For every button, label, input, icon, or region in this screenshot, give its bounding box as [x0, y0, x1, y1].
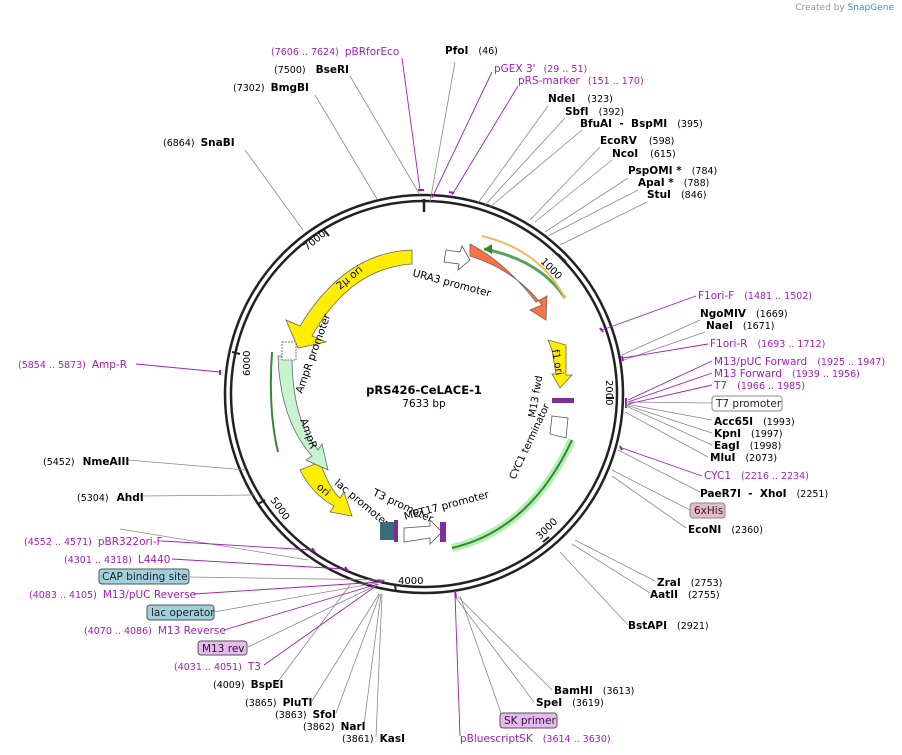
primer-m13-reverse[interactable]: (4070 .. 4086)M13 Reverse: [84, 625, 226, 637]
ura3-arrow[interactable]: [469, 243, 548, 321]
tick-7000: 7000: [302, 229, 329, 254]
f1-ori-label: f1 ori: [549, 349, 564, 377]
tick-1000: 1000: [538, 256, 564, 282]
tick-4000: 4000: [398, 576, 423, 587]
primer-f1ori-f[interactable]: F1ori-F(1481 .. 1502): [698, 290, 812, 302]
label-kasi[interactable]: (3861)KasI: [342, 733, 405, 745]
label-bseri[interactable]: (7500)BseRI: [274, 64, 349, 76]
tick-5000: 5000: [268, 495, 292, 522]
lac-operator-text: lac operator: [151, 607, 215, 619]
label-mlui[interactable]: MluI(2073): [710, 452, 777, 464]
t7-promoter-box[interactable]: [711, 395, 783, 412]
label-sfoi[interactable]: (3863)SfoI: [275, 709, 336, 721]
label-zrai[interactable]: ZraI(2753): [657, 577, 722, 589]
label-eagi[interactable]: EagI(1998): [714, 440, 781, 452]
tick-6000: 6000: [242, 351, 253, 376]
ura3-region: [481, 235, 566, 299]
primer-m13-puc-reverse[interactable]: (4083 .. 4105)M13/pUC Reverse: [29, 589, 196, 601]
cap-binding-site-box[interactable]: [98, 568, 190, 585]
t7-promoter-text: T7 promoter: [715, 398, 782, 410]
m13-rev-block[interactable]: [394, 520, 398, 542]
label-econi[interactable]: EcoNI(2360): [688, 524, 763, 536]
ura3-promoter-label: URA3 promoter: [411, 267, 493, 300]
sk-primer-box[interactable]: [499, 712, 558, 729]
label-apai[interactable]: ApaI *(788): [638, 177, 709, 189]
label-acc65i[interactable]: Acc65I(1993): [714, 416, 795, 428]
label-ncoi[interactable]: NcoI(615): [612, 148, 676, 160]
box-leaders: [189, 401, 713, 717]
ampr-orf: [269, 351, 279, 453]
label-kpni[interactable]: KpnI(1997): [714, 428, 783, 440]
lac-operator-box[interactable]: [146, 604, 215, 621]
met17-marker: [440, 522, 446, 542]
cyc1-terminator-box[interactable]: [549, 415, 569, 439]
primer-amp-r[interactable]: (5854 .. 5873)Amp-R: [18, 359, 127, 371]
ura3-orf-head: [484, 244, 492, 254]
met17-promoter-arrow[interactable]: [403, 519, 443, 545]
primer-leaders: [135, 57, 713, 737]
ura3-orf: [483, 247, 567, 299]
label-bamhi[interactable]: BamHI(3613): [554, 685, 634, 697]
label-pluti[interactable]: (3865)PluTI: [245, 697, 312, 709]
m13-fwd-mark: [552, 398, 574, 403]
primer-pgex3[interactable]: pGEX 3'(29 .. 51): [494, 63, 587, 75]
two-micron-ori-arrow[interactable]: [285, 249, 413, 349]
label-spei[interactable]: SpeI(3619): [536, 697, 604, 709]
label-paer7i-xhoi[interactable]: PaeR7I - XhoI(2251): [700, 488, 828, 500]
label-ngomiv[interactable]: NgoMIV(1669): [700, 308, 788, 320]
primer-t7[interactable]: T7(1966 .. 1985): [713, 380, 805, 392]
label-aatii[interactable]: AatII(2755): [650, 589, 720, 601]
credit-prefix: Created by: [795, 3, 845, 13]
primer-l4440[interactable]: (4301 .. 4318)L4440: [64, 554, 170, 566]
ampr-promoter-box[interactable]: [281, 341, 297, 361]
ampr-arrow[interactable]: [277, 355, 329, 471]
ori-arrow[interactable]: [299, 461, 353, 517]
his6-box[interactable]: [689, 502, 726, 519]
primer-m13-forward[interactable]: M13 Forward(1939 .. 1956): [714, 368, 860, 380]
primer-pbrforeco[interactable]: (7606 .. 7624)pBRforEco: [271, 46, 399, 58]
primer-pbluescriptsk[interactable]: pBluescriptSK(3614 .. 3630): [460, 733, 611, 745]
label-ndei[interactable]: NdeI(323): [548, 93, 613, 105]
primer-prs-marker[interactable]: pRS-marker(151 .. 170): [518, 75, 644, 87]
label-bfuai-bspmi[interactable]: BfuAI - BspMI(395): [580, 118, 703, 130]
label-naei[interactable]: NaeI(1671): [706, 320, 775, 332]
primer-f1ori-r[interactable]: F1ori-R(1693 .. 1712): [710, 338, 825, 350]
label-ahdi[interactable]: (5304)AhdI: [77, 492, 144, 504]
primer-pbr322ori-f[interactable]: (4552 .. 4571)pBR322ori-F: [24, 536, 163, 548]
label-nari[interactable]: (3862)NarI: [303, 721, 366, 733]
snapgene-brand[interactable]: SnapGene: [847, 3, 894, 13]
lac-operator-block[interactable]: [380, 522, 394, 540]
label-bspei[interactable]: (4009)BspEI: [213, 679, 283, 691]
label-bstapi[interactable]: BstAPI(2921): [628, 620, 709, 632]
ura3-label: URA3: [493, 271, 521, 296]
tick-2000: 2000: [603, 380, 614, 405]
gene-orf-line[interactable]: [451, 439, 573, 549]
label-pspomi[interactable]: PspOMI *(784): [628, 165, 717, 177]
ura3-promoter-arrow[interactable]: [443, 245, 471, 271]
credit: Created by SnapGene: [795, 3, 894, 13]
sk-primer-text: SK primer: [504, 715, 556, 727]
primer-t3[interactable]: (4031 .. 4051)T3: [174, 661, 261, 673]
primer-m13-puc-forward[interactable]: M13/pUC Forward(1925 .. 1947): [714, 356, 885, 368]
backbone-outer: [223, 193, 625, 595]
his6-text: 6xHis: [694, 505, 723, 517]
primer-cyc1[interactable]: CYC1(2216 .. 2234): [704, 470, 809, 482]
label-sbfi[interactable]: SbfI(392): [565, 106, 624, 118]
plasmid-name: pRS426-CeLACE-1: [366, 383, 482, 397]
m13-rev-text: M13 rev: [202, 643, 245, 655]
m13-rev-box[interactable]: [197, 640, 248, 656]
label-snabi[interactable]: (6864)SnaBI: [163, 137, 235, 149]
plasmid-size: 7633 bp: [402, 398, 446, 410]
label-bmgbi[interactable]: (7302)BmgBI: [233, 82, 309, 94]
label-pfoi[interactable]: PfoI(46): [445, 45, 498, 57]
label-ecorv[interactable]: EcoRV(598): [600, 135, 674, 147]
f1-ori-arrow[interactable]: [547, 339, 573, 389]
label-stui[interactable]: StuI(846): [647, 189, 707, 201]
cap-binding-site-text: CAP binding site: [102, 571, 188, 583]
label-nmeaiii[interactable]: (5452)NmeAIII: [43, 456, 129, 468]
